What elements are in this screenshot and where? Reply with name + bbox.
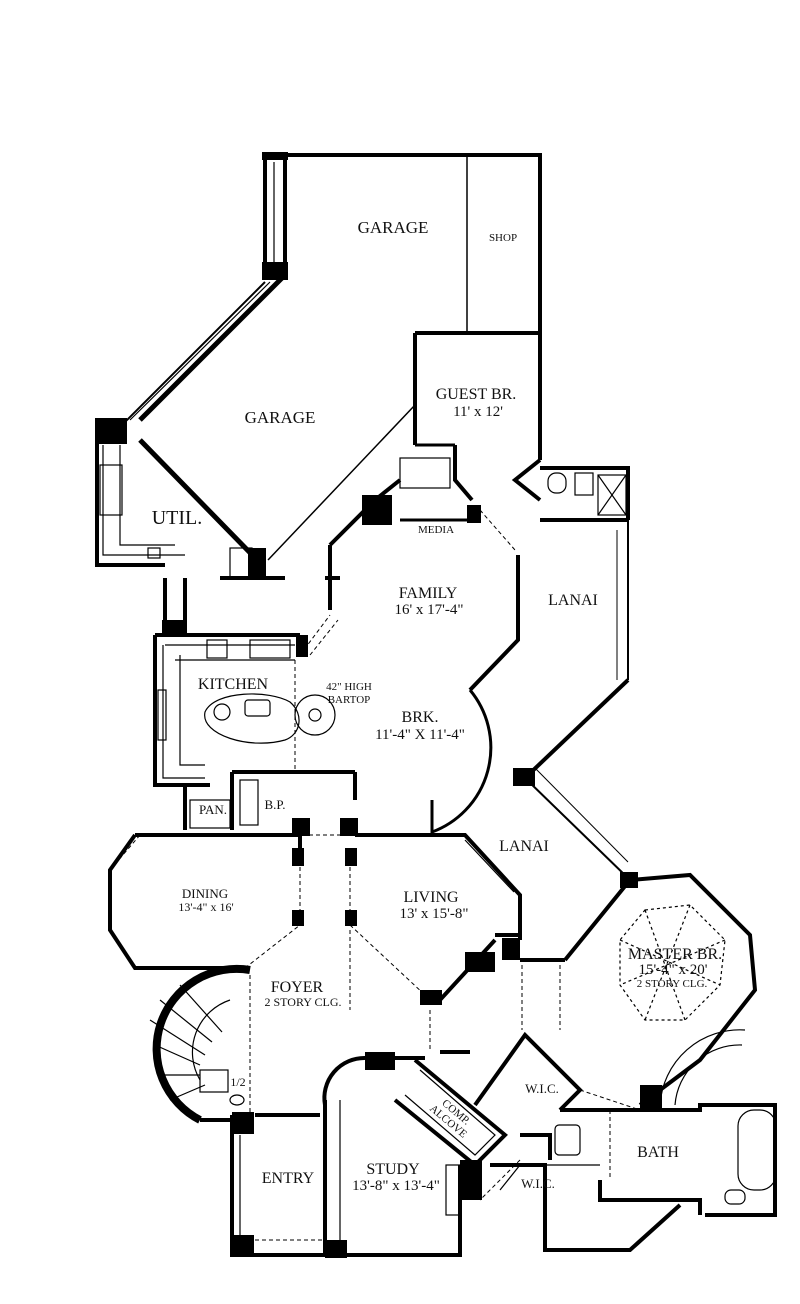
media-label: MEDIA <box>418 524 454 536</box>
brk-label: BRK. <box>402 709 439 726</box>
bartop-label-line2: BARTOP <box>328 694 371 706</box>
exterior-walls <box>95 153 777 1257</box>
guest-br-label: GUEST BR. <box>436 386 517 403</box>
family-size: 16' x 17'-4" <box>394 602 463 618</box>
wall-columns <box>95 152 662 1258</box>
lanai-upper-label: LANAI <box>548 592 598 609</box>
master-br-note: 2 STORY CLG. <box>637 978 708 990</box>
foyer-note: 2 STORY CLG. <box>264 995 341 1009</box>
study-size: 13'-8" x 13'-4" <box>352 1178 440 1194</box>
master-br-size: 15'-4" x 20' <box>638 962 707 978</box>
lanai-lower-label: LANAI <box>499 838 549 855</box>
study-label: STUDY <box>366 1161 420 1178</box>
bp-label: B.P. <box>265 797 286 812</box>
foyer-label: FOYER <box>271 979 324 996</box>
shop-label: SHOP <box>489 232 517 244</box>
wic-lower-label: W.I.C. <box>521 1176 555 1191</box>
wic-upper-label: W.I.C. <box>525 1081 559 1096</box>
living-size: 13' x 15'-8" <box>399 906 468 922</box>
garage-top-label: GARAGE <box>358 218 429 237</box>
room-labels: GARAGE SHOP GUEST BR. 11' x 12' GARAGE U… <box>152 218 722 1194</box>
util-label: UTIL. <box>152 507 203 529</box>
opening-lines <box>109 509 641 1241</box>
dining-size: 13'-4" x 16' <box>178 900 233 914</box>
master-br-label: MASTER BR. <box>628 946 722 963</box>
fixtures <box>99 162 777 1250</box>
bath-label: BATH <box>637 1144 679 1161</box>
bartop-label-line1: 42" HIGH <box>326 681 372 693</box>
dining-label: DINING <box>182 886 228 901</box>
family-label: FAMILY <box>399 585 458 602</box>
half-bath-label: 1/2 <box>230 1075 245 1089</box>
garage-main-label: GARAGE <box>245 408 316 427</box>
guest-br-size: 11' x 12' <box>453 404 503 420</box>
living-label: LIVING <box>403 889 459 906</box>
entry-label: ENTRY <box>262 1170 315 1187</box>
brk-size: 11'-4" X 11'-4" <box>375 727 465 743</box>
pan-label: PAN. <box>199 802 227 817</box>
kitchen-label: KITCHEN <box>198 676 269 693</box>
